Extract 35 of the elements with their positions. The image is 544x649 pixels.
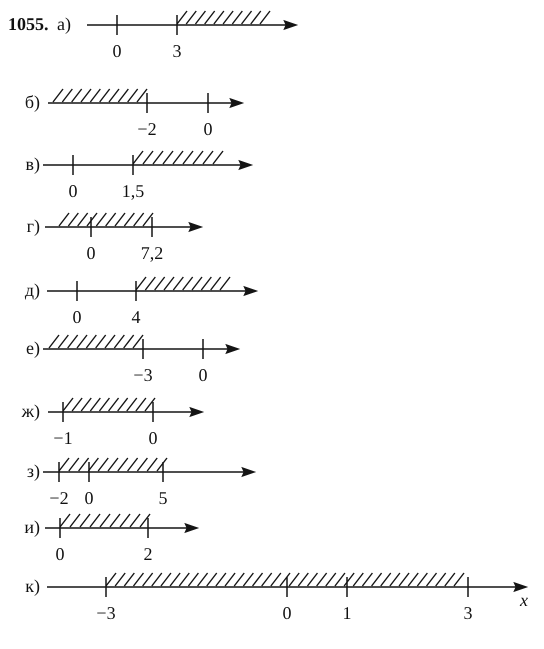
axis-label: x bbox=[520, 590, 528, 610]
part-label: б) bbox=[24, 92, 40, 112]
part-label: и) bbox=[24, 517, 40, 537]
tick-label: 4 bbox=[132, 307, 140, 327]
tick-label: −3 bbox=[133, 365, 153, 385]
tick-label: −2 bbox=[49, 488, 69, 508]
part-label: в) bbox=[26, 154, 40, 174]
part-label: е) bbox=[26, 338, 40, 358]
tick-label: 0 bbox=[204, 119, 212, 139]
tick-label: 0 bbox=[56, 544, 64, 564]
tick-label: 2 bbox=[144, 544, 152, 564]
part-label: з) bbox=[26, 461, 40, 481]
tick-label: 3 bbox=[464, 603, 472, 623]
tick-label: 3 bbox=[172, 41, 182, 61]
tick-label: 0 bbox=[282, 603, 292, 623]
tick-label: 0 bbox=[148, 428, 158, 448]
tick-label: 0 bbox=[198, 365, 208, 385]
part-label: ж) bbox=[22, 401, 40, 421]
tick-label: 1 bbox=[342, 603, 352, 623]
tick-label: 0 bbox=[112, 41, 122, 61]
tick-label: 0 bbox=[68, 181, 78, 201]
tick-label: 5 bbox=[158, 488, 168, 508]
tick-label: 7,2 bbox=[140, 243, 164, 263]
tick-label: 0 bbox=[72, 307, 82, 327]
problem-number: 1055. bbox=[8, 14, 48, 34]
part-label: г) bbox=[26, 216, 40, 236]
tick-label: 1,5 bbox=[122, 181, 144, 201]
tick-label: 0 bbox=[86, 243, 96, 263]
part-label: д) bbox=[24, 280, 40, 300]
tick-label: −1 bbox=[53, 428, 73, 448]
part-label: а) bbox=[57, 14, 71, 34]
part-label: к) bbox=[25, 576, 40, 596]
tick-label: 0 bbox=[84, 488, 94, 508]
tick-label: −2 bbox=[137, 119, 157, 139]
tick-label: −3 bbox=[96, 603, 116, 623]
